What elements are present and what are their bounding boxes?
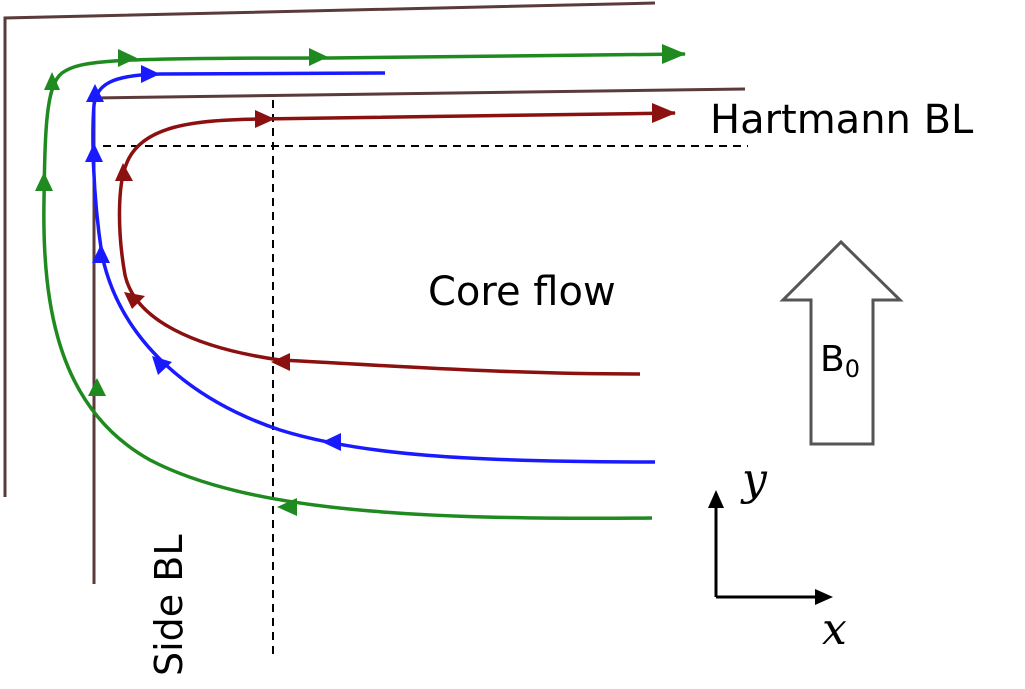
magnetic-field-symbol: B: [820, 339, 845, 380]
middle-streamline-arrow: [141, 65, 160, 83]
inner-streamline-arrow: [115, 163, 133, 181]
middle-streamline-arrow: [152, 356, 172, 375]
hollow-up-arrow-icon: [779, 239, 904, 446]
middle-streamline-arrow: [322, 433, 341, 451]
outer-streamline-arrow: [44, 72, 60, 90]
core-flow-label: Core flow: [428, 269, 616, 315]
outer-wall: [3, 1, 656, 497]
hartmann-bl-label: Hartmann BL: [710, 97, 974, 143]
hartmann-wall: [93, 87, 746, 100]
outer-streamline-arrow: [118, 49, 137, 67]
magnetic-field-label: B0: [820, 339, 860, 383]
outer-streamline-arrow: [35, 172, 53, 191]
side-bl-label: Side BL: [147, 534, 191, 677]
x-axis-arrowhead: [815, 589, 833, 605]
outer-streamline: [42, 52, 686, 521]
outer-streamline-arrow: [277, 498, 297, 516]
middle-streamline-arrow: [85, 143, 103, 162]
middle-streamline: [91, 71, 656, 464]
middle-streamline-arrow: [92, 244, 110, 263]
outer-streamline-arrow: [662, 44, 686, 64]
x-axis-label: x: [822, 604, 847, 655]
inner-streamline-arrow: [271, 353, 290, 371]
magnetic-field-subscript: 0: [844, 355, 860, 383]
middle-streamline-arrow: [86, 84, 104, 102]
y-axis-arrowhead: [708, 490, 724, 508]
inner-streamline-arrow: [652, 103, 676, 123]
inner-streamline-arrow: [255, 110, 275, 128]
y-axis-label: y: [742, 454, 767, 505]
inner-streamline: [117, 111, 676, 376]
outer-streamline-arrow: [88, 378, 106, 396]
inner-streamline-arrow: [124, 292, 145, 309]
outer-streamline-arrow: [309, 48, 328, 66]
